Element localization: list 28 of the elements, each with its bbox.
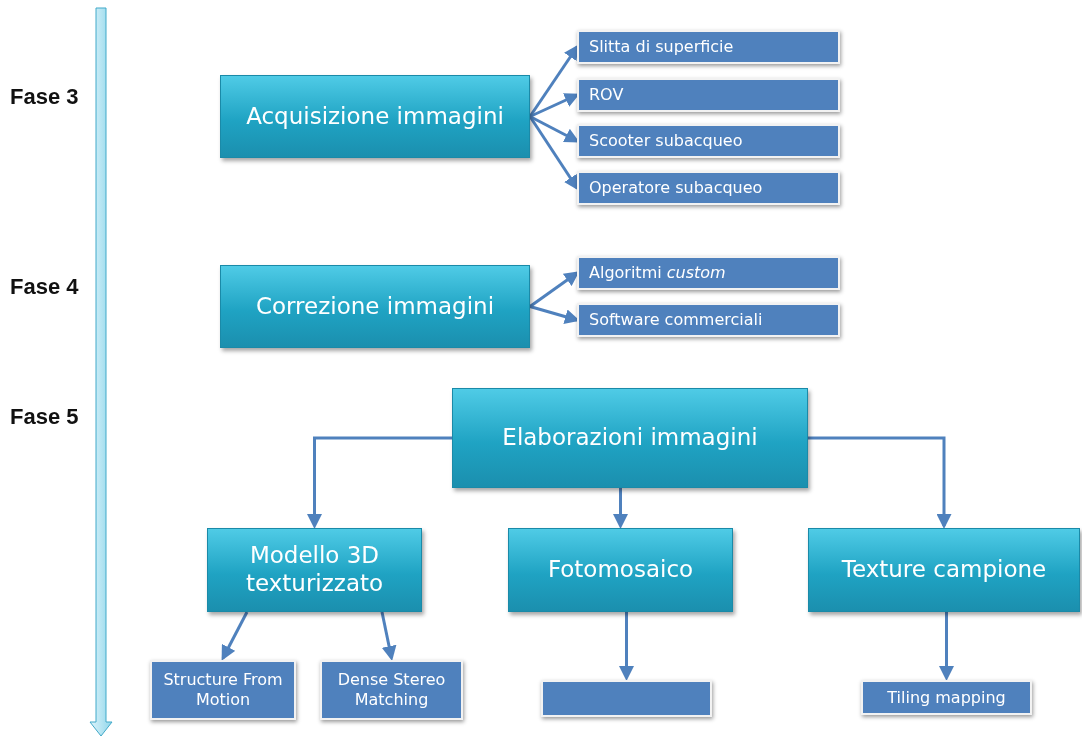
process-box: Modello 3D texturizzato xyxy=(207,528,422,612)
phase-label: Fase 4 xyxy=(10,274,79,300)
sub-box: Scooter subacqueo xyxy=(577,124,840,158)
arrow xyxy=(613,488,628,529)
sub-box xyxy=(541,680,712,717)
sub-box: Slitta di superficie xyxy=(577,30,840,64)
process-box: Fotomosaico xyxy=(508,528,733,612)
process-box: Correzione immagini xyxy=(220,265,530,348)
phase-label: Fase 5 xyxy=(10,404,79,430)
sub-box: Software commerciali xyxy=(577,303,840,337)
arrow xyxy=(221,611,249,661)
phase-label: Fase 3 xyxy=(10,84,79,110)
arrow xyxy=(939,612,954,681)
arrow xyxy=(307,436,452,529)
sub-box: Dense Stereo Matching xyxy=(320,660,463,720)
process-box: Elaborazioni immagini xyxy=(452,388,808,488)
arrow xyxy=(380,611,397,661)
sub-box: Operatore subacqueo xyxy=(577,171,840,205)
sub-box: Structure From Motion xyxy=(150,660,296,720)
process-box: Acquisizione immagini xyxy=(220,75,530,158)
sub-box: ROV xyxy=(577,78,840,112)
arrow xyxy=(528,115,579,191)
sub-box: Tiling mapping xyxy=(861,680,1032,715)
arrow xyxy=(619,612,634,681)
sub-box: Algoritmi custom xyxy=(577,256,840,290)
arrow xyxy=(528,44,579,118)
process-box: Texture campione xyxy=(808,528,1080,612)
arrow xyxy=(808,436,952,529)
